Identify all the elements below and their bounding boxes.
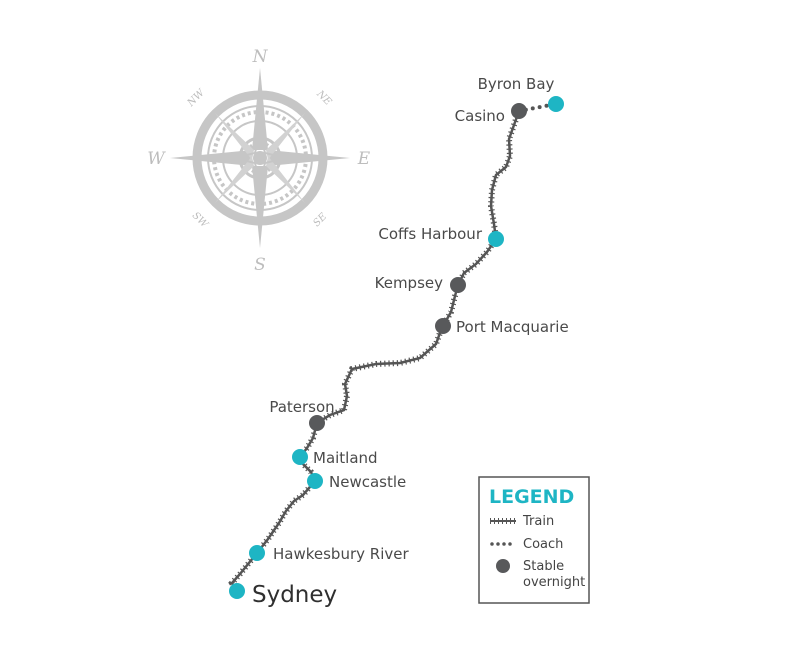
legend: LEGEND Train Coach Stable overnight bbox=[478, 476, 590, 604]
compass-sw-label: SW bbox=[190, 210, 210, 230]
legend-box bbox=[478, 476, 590, 604]
stop-marker bbox=[488, 231, 504, 247]
stop-paterson[interactable]: Paterson bbox=[269, 398, 335, 431]
legend-coach-label: Coach bbox=[523, 537, 563, 552]
stop-label: Sydney bbox=[252, 582, 337, 608]
stop-label: Kempsey bbox=[375, 274, 443, 292]
stop-hawkesbury-river[interactable]: Hawkesbury River bbox=[249, 545, 409, 563]
compass-se-label: SE bbox=[311, 211, 329, 229]
stop-label: Port Macquarie bbox=[456, 318, 569, 336]
stop-marker bbox=[249, 545, 265, 561]
stop-coffs-harbour[interactable]: Coffs Harbour bbox=[378, 225, 504, 247]
stop-marker bbox=[292, 449, 308, 465]
stop-marker bbox=[548, 96, 564, 112]
stop-newcastle[interactable]: Newcastle bbox=[307, 473, 406, 491]
compass-rose-icon: N S E W NE NW SE SW bbox=[147, 47, 371, 275]
stop-marker bbox=[450, 277, 466, 293]
stop-label: Byron Bay bbox=[478, 75, 555, 93]
stop-marker bbox=[435, 318, 451, 334]
compass-north-label: N bbox=[252, 47, 269, 67]
compass-nw-label: NW bbox=[185, 87, 207, 109]
compass-west-label: W bbox=[147, 149, 166, 169]
stop-casino[interactable]: Casino bbox=[455, 103, 527, 125]
stop-marker bbox=[309, 415, 325, 431]
stop-label: Hawkesbury River bbox=[273, 545, 409, 563]
stop-marker bbox=[229, 583, 245, 599]
stop-marker bbox=[307, 473, 323, 489]
compass-east-label: E bbox=[357, 149, 371, 169]
stop-sydney[interactable]: Sydney bbox=[229, 582, 337, 608]
stop-port-macquarie[interactable]: Port Macquarie bbox=[435, 318, 569, 336]
legend-stable-label-line2: overnight bbox=[523, 575, 585, 590]
stop-kempsey[interactable]: Kempsey bbox=[375, 274, 466, 293]
legend-train-label: Train bbox=[522, 514, 554, 529]
train-route bbox=[228, 109, 522, 593]
legend-stable-label: Stable bbox=[523, 559, 564, 574]
stop-marker bbox=[511, 103, 527, 119]
stop-label: Paterson bbox=[269, 398, 334, 416]
stop-label: Newcastle bbox=[329, 473, 406, 491]
stop-byron-bay[interactable]: Byron Bay bbox=[478, 75, 564, 112]
legend-stable-icon bbox=[496, 559, 510, 573]
stop-maitland[interactable]: Maitland bbox=[292, 449, 378, 467]
legend-title: LEGEND bbox=[489, 486, 574, 508]
stop-label: Casino bbox=[455, 107, 505, 125]
stop-label: Coffs Harbour bbox=[378, 225, 482, 243]
compass-south-label: S bbox=[254, 255, 266, 275]
compass-ne-label: NE bbox=[313, 88, 333, 108]
stop-label: Maitland bbox=[313, 449, 378, 467]
